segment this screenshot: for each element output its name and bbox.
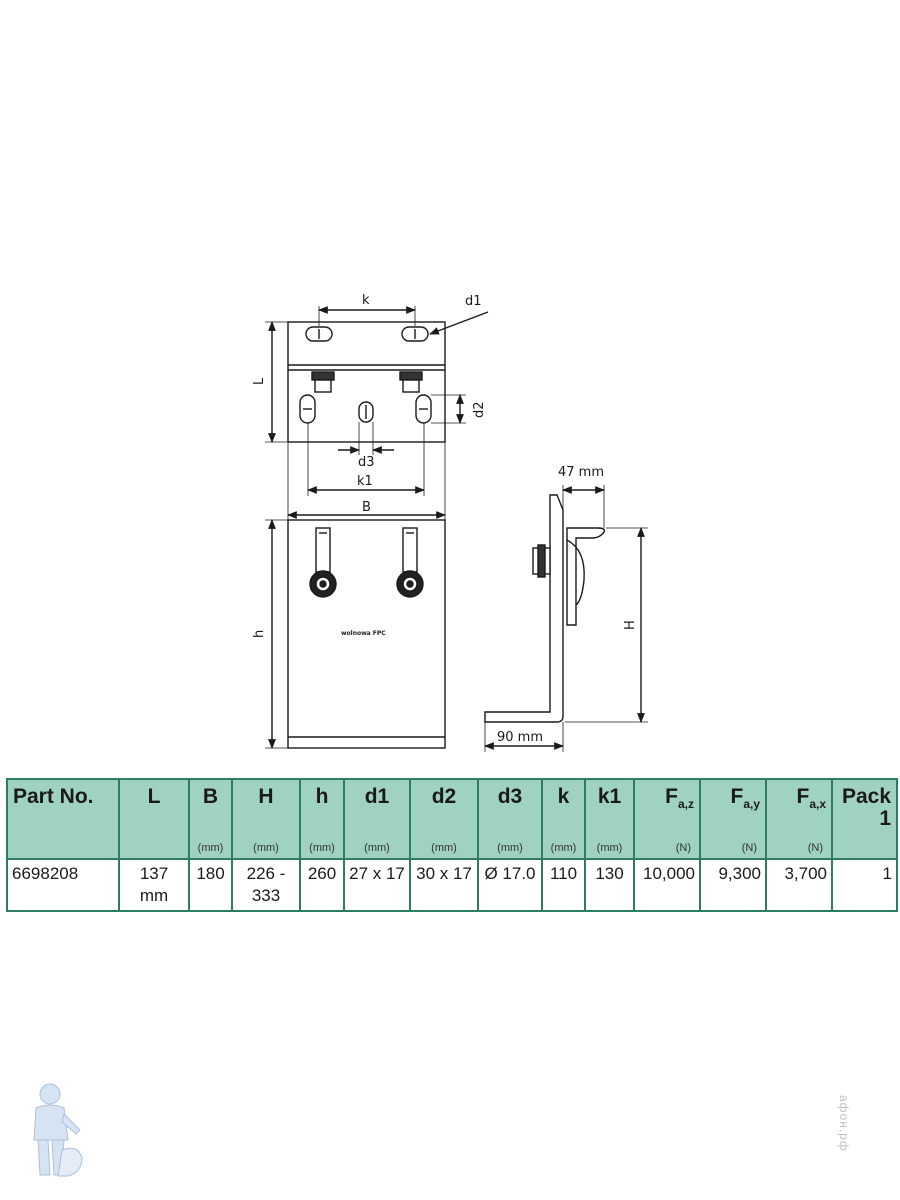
label-B: B: [362, 500, 371, 515]
spec-table: Part No. L B (mm) H (mm) h (mm) d1 (mm): [6, 778, 898, 912]
header-d1: d1 (mm): [343, 778, 411, 860]
label-h: h: [252, 630, 267, 638]
side-view: [484, 485, 648, 752]
label-47mm: 47 mm: [558, 465, 604, 480]
label-k: k: [362, 293, 370, 308]
label-90mm: 90 mm: [497, 730, 543, 745]
cell-part-no: 6698208: [6, 858, 120, 912]
header-d3: d3 (mm): [477, 778, 543, 860]
label-d3: d3: [358, 455, 375, 470]
cell-h: 260: [299, 858, 345, 912]
watermark: афон.рф: [837, 1095, 851, 1152]
label-L: L: [252, 377, 267, 385]
label-d1: d1: [465, 294, 482, 309]
cell-pack: 1: [831, 858, 898, 912]
cell-d1: 27 x 17: [343, 858, 411, 912]
label-k1: k1: [357, 474, 373, 489]
label-d2: d2: [472, 401, 487, 418]
header-Faz: Fa,z (N): [633, 778, 701, 860]
header-pack: Pack 1: [831, 778, 898, 860]
cell-k1: 130: [584, 858, 635, 912]
cell-Faz: 10,000: [633, 858, 701, 912]
header-Fax: Fa,x (N): [765, 778, 833, 860]
header-B: B (mm): [188, 778, 233, 860]
plumber-mascot-logo: [33, 1083, 83, 1177]
table-row: 6698208 137 mm 180 226 - 333 260 27 x 17…: [6, 858, 898, 912]
cell-d2: 30 x 17: [409, 858, 479, 912]
cell-L: 137 mm: [118, 858, 190, 912]
header-k: k (mm): [541, 778, 586, 860]
front-view: [265, 519, 446, 749]
cell-Fax: 3,700: [765, 858, 833, 912]
header-k1: k1 (mm): [584, 778, 635, 860]
technical-drawing: k d1 L d2 d3 k1 B h H 47 mm 90 mm wolnow…: [252, 293, 648, 752]
header-h: h (mm): [299, 778, 345, 860]
cell-B: 180: [188, 858, 233, 912]
header-Fay: Fa,y (N): [699, 778, 767, 860]
cell-k: 110: [541, 858, 586, 912]
cell-Fay: 9,300: [699, 858, 767, 912]
header-d2: d2 (mm): [409, 778, 479, 860]
cell-d3: Ø 17.0: [477, 858, 543, 912]
header-L: L: [118, 778, 190, 860]
brand-marking: wolnowa FPC: [341, 630, 386, 637]
cell-H: 226 - 333: [231, 858, 301, 912]
label-H: H: [623, 620, 638, 630]
header-H: H (mm): [231, 778, 301, 860]
top-view: [265, 306, 489, 520]
header-part-no: Part No.: [6, 778, 120, 860]
table-header-row: Part No. L B (mm) H (mm) h (mm) d1 (mm): [6, 778, 898, 860]
